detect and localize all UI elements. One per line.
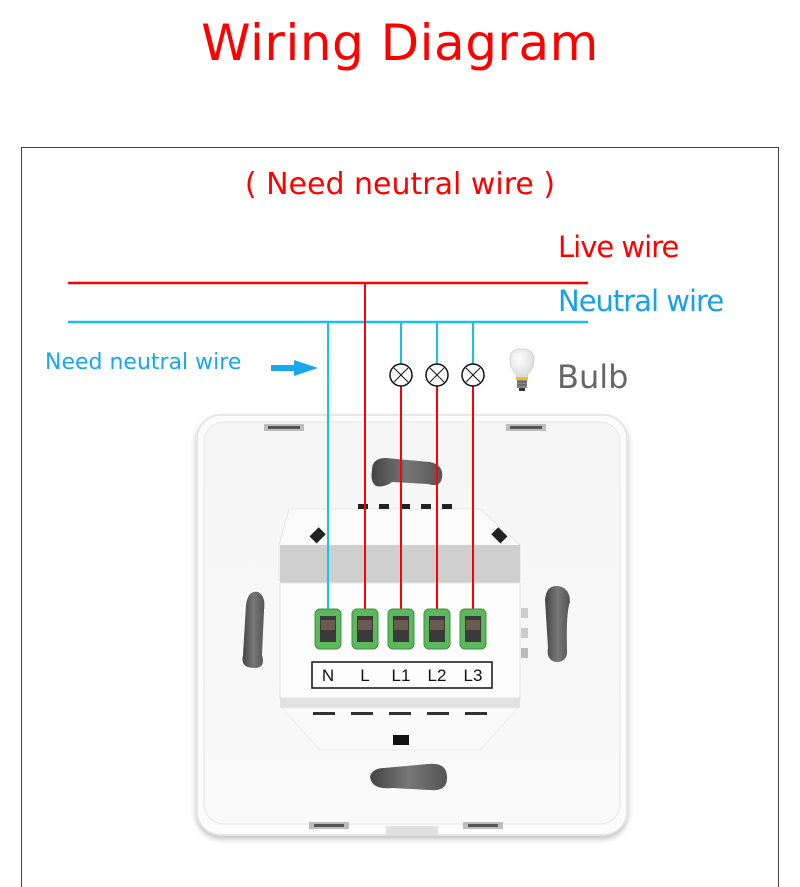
terminal-label-l1: L1 [392, 666, 411, 685]
page-title: Wiring Diagram [201, 14, 599, 72]
terminal-label-l2: L2 [428, 666, 447, 685]
bulb-cross-b [393, 367, 409, 383]
live-wire-label: Live wire [558, 230, 679, 264]
terminal-screw [430, 620, 444, 630]
bottom-clip-left [309, 822, 349, 829]
terminal-label-l: L [360, 666, 369, 685]
bottom-clip-right [463, 822, 503, 829]
subtitle: ( Need neutral wire ) [244, 167, 556, 202]
terminal-label-l3: L3 [464, 666, 483, 685]
terminal-l3 [459, 608, 487, 650]
terminal-screw [394, 620, 408, 630]
terminal-n [314, 608, 342, 650]
terminal-module [278, 504, 521, 751]
mounting-slot-bottom [370, 763, 448, 791]
mounting-slot-right [545, 585, 570, 662]
terminal-l2 [423, 608, 451, 650]
lightbulb-icon [509, 348, 535, 391]
terminal-screw [321, 620, 335, 630]
bulb-label: Bulb [557, 358, 629, 396]
neutral-wire-label: Neutral wire [558, 284, 724, 318]
need-neutral-annotation: Need neutral wire [45, 350, 242, 375]
switch-back-plate [196, 414, 628, 836]
terminal-label-box [311, 661, 493, 689]
wires [68, 281, 588, 612]
terminal-labels: N L L1 L2 L3 [322, 666, 483, 685]
bulb-symbols [389, 363, 485, 387]
mounting-slot-left [242, 591, 265, 668]
bulb-cross-b [429, 367, 445, 383]
bulb-symbol-icon [461, 363, 485, 387]
terminal-l [351, 608, 379, 650]
arrow-right-icon [271, 360, 318, 376]
terminal-screw [358, 620, 372, 630]
diagram-frame [21, 147, 779, 887]
top-clip-right [506, 424, 546, 431]
bulb-symbol-icon [425, 363, 449, 387]
bulb-symbol-icon [389, 363, 413, 387]
mounting-slot-top [371, 458, 443, 487]
terminal-block [314, 608, 487, 650]
terminal-l1 [387, 608, 415, 650]
top-clip-left [264, 424, 304, 431]
bulb-cross-b [465, 367, 481, 383]
terminal-screw [466, 620, 480, 630]
terminal-label-n: N [322, 666, 334, 685]
